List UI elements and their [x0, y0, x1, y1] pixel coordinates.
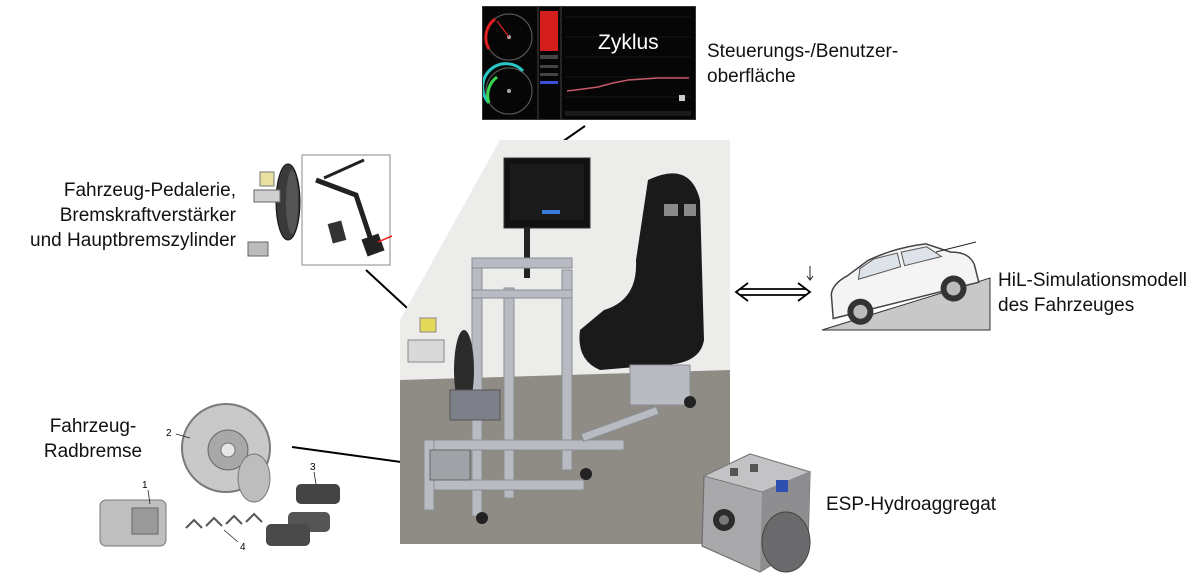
control-ui-screenshot [482, 6, 696, 120]
label-hil-model: HiL-Simulationsmodell des Fahrzeuges [998, 270, 1188, 316]
part-number-4: 4 [240, 542, 246, 553]
label-control-ui: Steuerungs-/Benutzer- oberfläche [707, 41, 899, 87]
part-number-1: 1 [142, 480, 148, 491]
part-number-3: 3 [310, 462, 316, 473]
pedal-assembly-drawing [247, 154, 392, 266]
esp-hydraulic-unit [701, 453, 812, 573]
test-bench-photo [400, 140, 730, 544]
label-esp: ESP-Hydroaggregat [826, 494, 997, 515]
part-number-2: 2 [166, 428, 172, 439]
double-arrow [734, 282, 812, 302]
label-pedal: Fahrzeug-Pedalerie, Bremskraftverstärker… [30, 180, 236, 251]
wheel-brake-components: 1 2 3 4 [99, 403, 340, 553]
ui-title: Zyklus [598, 31, 659, 54]
label-wheel-brake: Fahrzeug- Radbremse [43, 416, 143, 462]
connector-ui [561, 125, 586, 143]
hil-vehicle-model [806, 241, 991, 331]
